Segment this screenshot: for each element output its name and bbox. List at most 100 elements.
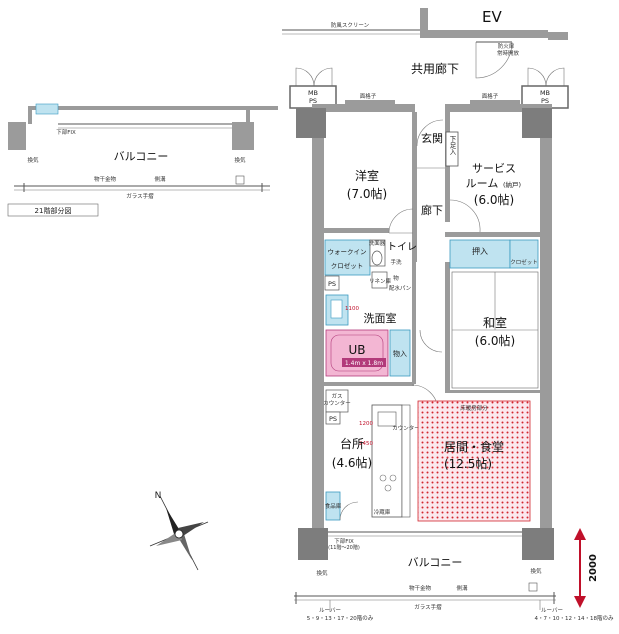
inset-kanki-left-label: 換気 — [27, 156, 39, 164]
getabako-box — [445, 131, 459, 167]
compass-n-label: N — [155, 491, 162, 501]
pillar-bottom-right — [522, 528, 554, 560]
ps1-label: PS — [328, 280, 336, 288]
kanki-left-label: 換気 — [316, 569, 328, 577]
fire-door-swing — [475, 41, 513, 79]
ps-label-left: PS — [309, 97, 317, 105]
compass-south-point — [176, 534, 192, 560]
outer-walls — [296, 104, 554, 560]
washitsu-size: (6.0帖) — [475, 333, 515, 348]
mb-label-right: MB — [540, 89, 550, 97]
service-room-sub: (納戸) — [503, 180, 521, 189]
pantry-box — [325, 491, 341, 521]
inset-sokko-label: 側溝 — [154, 175, 166, 183]
inset-pillar-left — [8, 122, 26, 150]
fridge-label: 冷蔵庫 — [374, 508, 391, 516]
lattice-right — [470, 100, 520, 105]
inset-glass-label: ガラス手摺 — [126, 192, 154, 200]
ps1-box — [324, 275, 340, 291]
inset-window — [35, 103, 59, 115]
inset-drain-box — [235, 175, 245, 185]
lattice-left-label: 面格子 — [360, 92, 377, 100]
louver-right-floors: 4・7・10・12・14・18階のみ — [535, 614, 614, 622]
floor-heating-area — [417, 400, 531, 522]
dim-arrow-head-down — [574, 596, 586, 608]
mb-ps-left: MB PS — [289, 67, 337, 109]
inset-pillar-right — [232, 122, 254, 150]
wind-screen-label: 防風スクリーン — [331, 21, 370, 29]
service-room-size: (6.0帖) — [474, 192, 514, 207]
compass-north-point — [166, 508, 182, 534]
compass-east-point — [178, 522, 204, 538]
pillar-top-left — [296, 108, 326, 138]
living-label: 居間・食堂 — [444, 439, 504, 454]
pantry-door-swing — [339, 501, 359, 521]
mono-ire-label: 物入 — [393, 349, 407, 358]
wall-yoshitsu-right — [412, 112, 417, 262]
mono-ire-box — [389, 329, 411, 377]
bar-counter — [401, 404, 411, 518]
geta-fix-label: 下部FIX — [334, 537, 354, 545]
ub-label: UB — [348, 343, 365, 357]
compass-center — [174, 529, 184, 539]
geta-fix-note: (11階〜20階) — [328, 544, 360, 551]
monohoshi-label: 物干金物 — [409, 584, 432, 592]
drain-box — [528, 582, 538, 592]
mb-ps-right: MB PS — [521, 67, 569, 109]
counter-label: カウンター — [392, 424, 420, 432]
closet2-label: クロゼット — [510, 258, 538, 266]
glass-rail-label: ガラス手摺 — [414, 603, 442, 611]
ev-label: EV — [482, 8, 502, 26]
unit-bath-tub — [330, 334, 384, 372]
yoshitsu-label: 洋室 — [355, 168, 379, 183]
closet-label: クロゼット — [331, 261, 364, 270]
kitchen-sink — [377, 411, 397, 427]
fire-door-label: 防火扉 — [498, 42, 515, 50]
service-room-label-2: ルーム — [466, 177, 499, 190]
wall-washitsu-bottom — [445, 390, 540, 393]
pillar-top-right — [522, 108, 552, 138]
wall-right — [540, 104, 552, 544]
pillar-bottom-left — [298, 528, 328, 560]
wall-kitchen-top — [324, 382, 414, 386]
common-corridor-label: 共用廊下 — [411, 61, 459, 76]
lattice-right-label: 面格子 — [482, 92, 499, 100]
wall-left — [312, 104, 324, 544]
mb-label-left: MB — [308, 89, 318, 97]
balcony-area: 下部FIX (11階〜20階) バルコニー 換気 換気 物干金物 側溝 ガラス手… — [294, 531, 614, 622]
stove-burner-3 — [384, 484, 392, 492]
genkan-label: 玄関 — [421, 131, 443, 145]
washbasin-label: 洗面器 — [369, 239, 386, 247]
service-door-swing — [449, 199, 481, 233]
mono-label: 物 — [393, 274, 399, 282]
inset-wall-top — [28, 106, 278, 110]
entrance-gap — [415, 104, 445, 114]
pantry-label: 食品庫 — [325, 502, 342, 510]
corridor-area: 防風スクリーン EV 防火扉 常時開放 共用廊下 — [282, 8, 568, 79]
inset-balcony-label: バルコニー — [114, 150, 169, 163]
sokko-label: 側溝 — [456, 584, 468, 592]
washstand-sink — [330, 299, 343, 319]
stove-burner-2 — [389, 474, 397, 482]
gas-counter-label-2: カウンター — [323, 399, 351, 407]
stove-burner-1 — [379, 474, 387, 482]
floor-heating-label: 床暖房部分 — [460, 404, 488, 412]
louver-right-label: ルーバー — [541, 607, 563, 614]
mb-door-swing-right-1 — [527, 67, 547, 87]
interior-walls — [324, 112, 540, 393]
lattice-left — [345, 100, 395, 105]
compass-icon: N — [149, 491, 209, 571]
inset-monohoshi-label: 物干金物 — [94, 175, 117, 183]
dimension-2000: 2000 — [574, 528, 599, 608]
haikan-label: 配水パン — [389, 284, 412, 292]
louver-left-label: ルーバー — [319, 607, 341, 614]
senmen-door-swing — [419, 329, 443, 353]
linen-box — [371, 271, 388, 289]
tedana-label: 手洗 — [390, 258, 402, 266]
yoshitsu-size: (7.0帖) — [347, 186, 387, 201]
senmenshitsu-label: 洗面室 — [364, 311, 397, 325]
wall-senmen-right — [412, 262, 416, 384]
washbasin-icon — [371, 250, 383, 266]
wall-washitsu-left — [445, 262, 450, 392]
